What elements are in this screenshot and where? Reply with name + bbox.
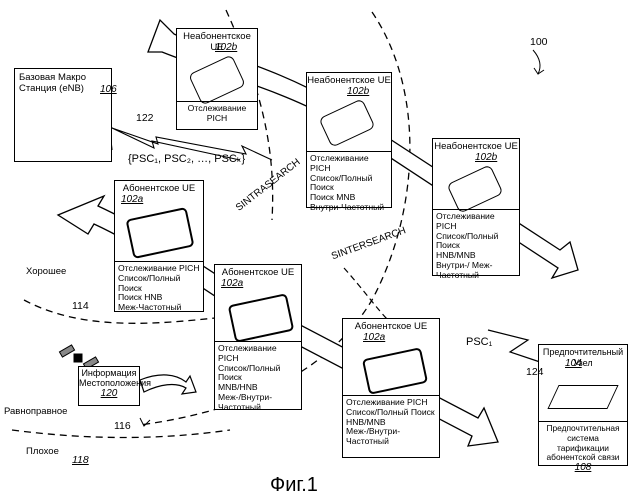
ue-ref: 102a: [221, 278, 243, 289]
ue-line: Список/Полный Поиск: [310, 174, 388, 194]
tablet-icon: [126, 207, 195, 259]
region-bad-ref: 118: [72, 454, 89, 466]
location-info-box: Информация Местоположения 120: [78, 366, 140, 406]
ue-line: Отслеживание PICH: [218, 344, 298, 364]
ue-line: Внутри-Частотный: [310, 203, 388, 213]
ue-title: Абонентское UE: [215, 265, 301, 278]
ue-ref: 102a: [121, 194, 143, 205]
flip-phone-icon: [446, 164, 503, 213]
region-equal: Равноправное: [4, 406, 67, 417]
system-ref: 100: [530, 36, 548, 48]
region-bad: Плохое: [26, 446, 59, 457]
ue-line: Меж-/Внутри-Частотный: [346, 427, 436, 447]
psc1-label: PSC₁: [466, 336, 492, 348]
region-good: Хорошее: [26, 266, 66, 277]
ue-nonsub-3: Неабонентское UE 102b Отслеживание PICH …: [432, 138, 520, 276]
psc-set-label: {PSC₁, PSC₂, …, PSCₖ}: [128, 152, 245, 165]
router-icon: [547, 385, 618, 409]
preferred-node-ref: 104: [565, 358, 582, 369]
base-station-ref: 106: [100, 84, 117, 95]
ue-line: Отслеживание PICH: [180, 104, 254, 124]
ue-title: Абонентское UE: [115, 181, 203, 194]
ue-sub-1: Абонентское UE 102a Отслеживание PICH Сп…: [114, 180, 204, 312]
ue-ref: 102b: [215, 42, 237, 53]
preferred-node-caption: Предпочтительная система тарификации або…: [542, 424, 624, 463]
ue-line: Отслеживание PICH: [436, 212, 516, 232]
ue-line: Список/Полный Поиск: [436, 232, 516, 252]
base-station-box: Базовая Макро Станция (eNB) 106: [14, 68, 112, 162]
ue-title: Неабонентское UE: [307, 73, 391, 86]
preferred-node-title: Предпочтительный Узел: [539, 345, 627, 369]
link-ref: 122: [136, 112, 154, 124]
ue-title: Неабонентское UE: [433, 139, 519, 152]
contour-116-ref: 116: [114, 420, 131, 432]
location-info-title: Информация Местоположения: [79, 367, 139, 388]
ue-ref: 102a: [363, 332, 385, 343]
flip-phone-icon: [318, 98, 375, 147]
ue-line: Внутри-/ Меж-Частотный: [436, 261, 516, 281]
ue-line: Список/Полный Поиск: [218, 364, 298, 384]
ue-sub-3: Абонентское UE 102a Отслеживание PICH Сп…: [342, 318, 440, 458]
flip-phone-icon: [188, 54, 246, 105]
base-station-title: Базовая Макро Станция (eNB): [15, 69, 111, 94]
ue-line: Отслеживание PICH: [310, 154, 388, 174]
ue-line: Меж-Частотный: [118, 303, 200, 313]
preferred-node-caption-ref: 108: [542, 463, 624, 473]
ue-line: Список/Полный Поиск: [118, 274, 200, 294]
ref-arrow-100: [533, 50, 544, 74]
ue-title: Абонентское UE: [343, 319, 439, 332]
link-124-ref: 124: [526, 366, 544, 378]
lightning-124: [488, 330, 540, 362]
ue-ref: 102b: [347, 86, 369, 97]
preferred-node-box: Предпочтительный Узел 104 Предпочтительн…: [538, 344, 628, 466]
inter-search-arc: [344, 268, 388, 320]
ue-line: Меж-/Внутри-Частотный: [218, 393, 298, 413]
tablet-icon: [228, 293, 295, 343]
ue-ref: 102b: [475, 152, 497, 163]
tablet-icon: [362, 347, 428, 395]
ue-nonsub-2: Неабонентское UE 102b Отслеживание PICH …: [306, 72, 392, 208]
location-info-ref: 120: [79, 388, 139, 399]
contour-114-ref: 114: [72, 300, 89, 312]
ue-nonsub-1: Неабонентское UE 102b Отслеживание PICH: [176, 28, 258, 130]
figure-label: Фиг.1: [270, 474, 318, 497]
ue-sub-2: Абонентское UE 102a Отслеживание PICH Сп…: [214, 264, 302, 410]
